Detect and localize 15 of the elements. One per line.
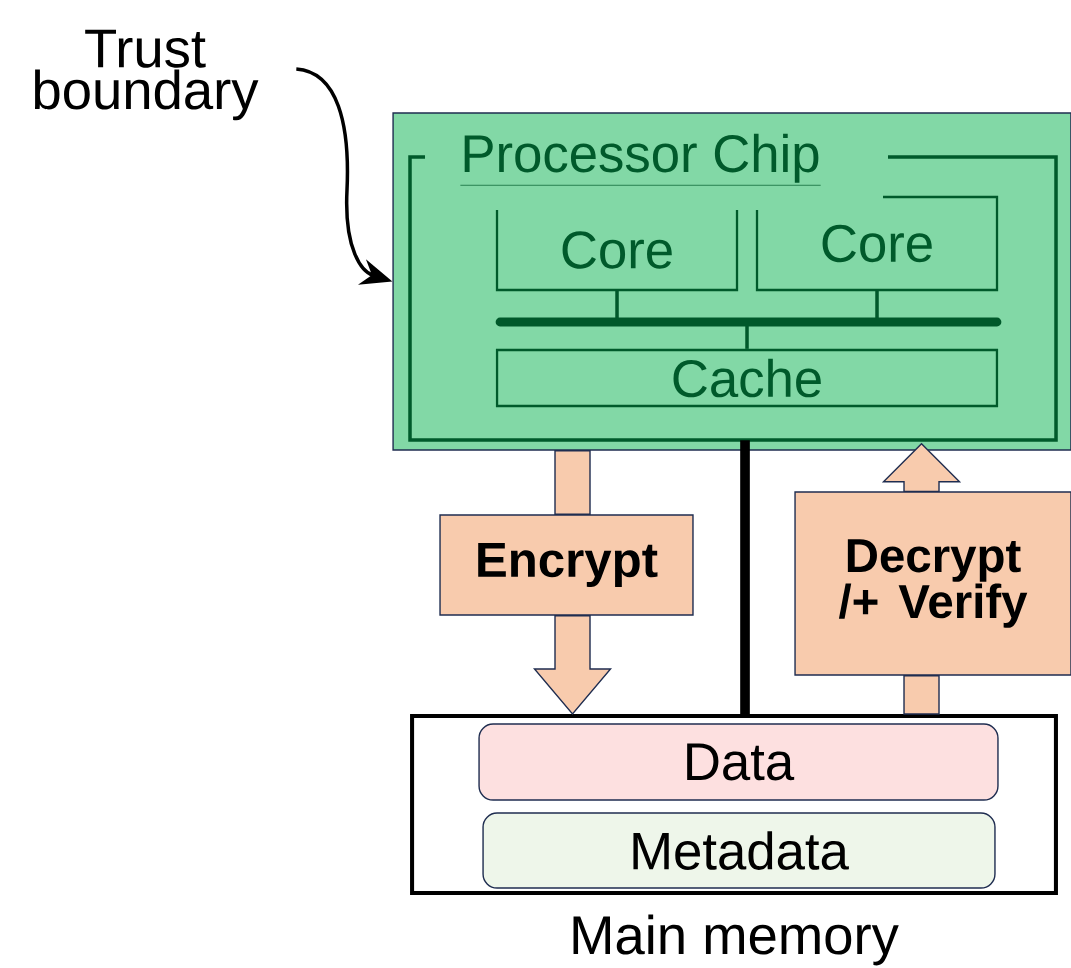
block-arrow <box>903 675 940 715</box>
bus-line <box>495 290 1002 349</box>
block-arrow <box>554 449 591 516</box>
core-box: Core <box>755 195 999 292</box>
connector-line <box>740 440 750 714</box>
metadata-box: Metadata <box>482 812 996 889</box>
node-label: Main memory <box>573 914 899 966</box>
block-arrow <box>533 615 613 716</box>
boundary-label: Trust boundary <box>34 29 259 121</box>
cache-box: Cache <box>495 348 999 408</box>
block-arrow <box>881 442 962 493</box>
data-box: Data <box>478 723 999 801</box>
decrypt-box: Decrypt /+ Verify <box>794 491 1071 676</box>
core-box: Core <box>495 210 739 292</box>
encrypt-box: Encrypt <box>439 514 694 616</box>
